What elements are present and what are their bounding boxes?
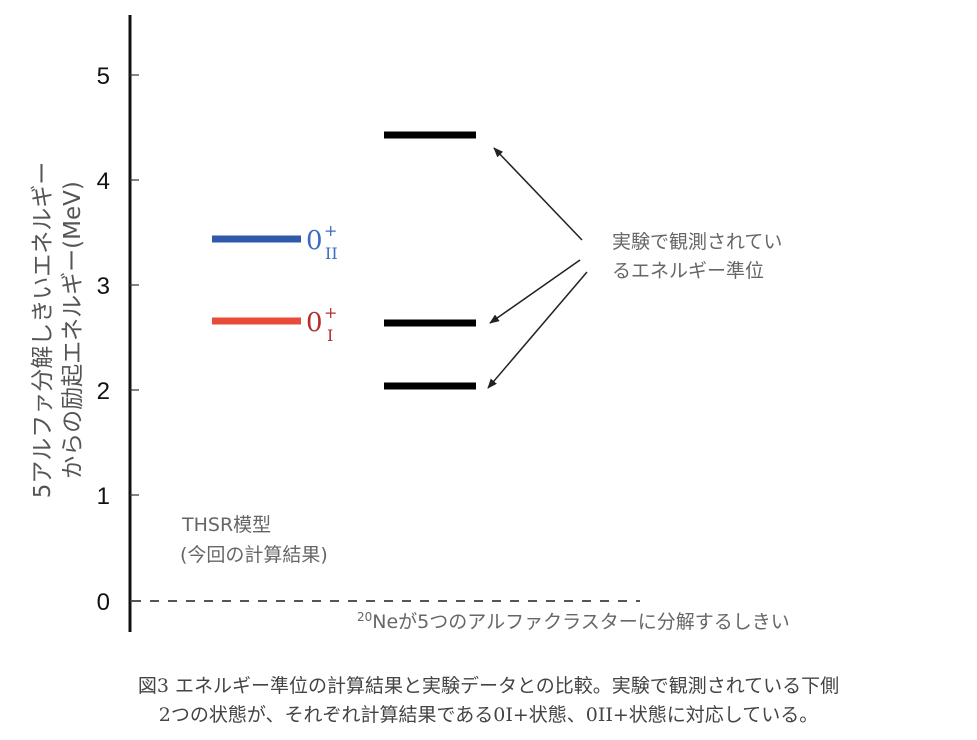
energy-level-chart: 5アルファ分解しきいエネルギー からの励起エネルギー(MeV) 5 4 3 2 … bbox=[30, 15, 790, 633]
y-axis-label-line1: 5アルファ分解しきいエネルギー bbox=[30, 162, 56, 498]
svg-text:+: + bbox=[324, 221, 337, 240]
state-label-0II: 0 + II bbox=[306, 221, 338, 263]
exp-annotation-line2: るエネルギー準位 bbox=[612, 260, 764, 282]
figure-caption-line2: 2つの状態が、それぞれ計算結果である0I+状態、0II+状態に対応している。 bbox=[158, 704, 819, 726]
annotation-arrows bbox=[487, 147, 588, 389]
threshold-label: 20Neが5つのアルファクラスターに分解するしきい bbox=[357, 610, 790, 633]
tick-label-4: 4 bbox=[97, 168, 110, 195]
y-axis-label-line2: からの励起エネルギー(MeV) bbox=[60, 181, 86, 479]
figure-caption-line1: 図3 エネルギー準位の計算結果と実験データとの比較。実験で観測されている下側 bbox=[137, 675, 840, 697]
tick-label-0: 0 bbox=[97, 589, 110, 616]
tick-label-2: 2 bbox=[97, 378, 110, 405]
svg-text:0: 0 bbox=[306, 308, 323, 338]
arrow-to-4.43 bbox=[493, 147, 583, 241]
svg-text:I: I bbox=[327, 326, 333, 345]
arrow-to-2.04 bbox=[487, 271, 588, 389]
y-axis-ticks bbox=[130, 74, 139, 602]
y-axis-label: 5アルファ分解しきいエネルギー からの励起エネルギー(MeV) bbox=[30, 162, 86, 498]
svg-text:0: 0 bbox=[306, 226, 323, 256]
y-axis-tick-labels: 5 4 3 2 1 0 bbox=[97, 63, 110, 616]
exp-annotation-line1: 実験で観測されてい bbox=[612, 231, 782, 253]
tick-label-1: 1 bbox=[97, 483, 110, 510]
tick-label-3: 3 bbox=[97, 273, 110, 300]
state-label-0I: 0 + I bbox=[306, 303, 337, 345]
svg-text:II: II bbox=[325, 244, 338, 263]
arrow-to-2.64 bbox=[489, 259, 581, 324]
tick-label-5: 5 bbox=[97, 63, 110, 90]
model-annotation-line2: (今回の計算結果) bbox=[180, 544, 328, 566]
model-annotation-line1: THSR模型 bbox=[181, 514, 271, 536]
svg-text:+: + bbox=[324, 303, 337, 322]
